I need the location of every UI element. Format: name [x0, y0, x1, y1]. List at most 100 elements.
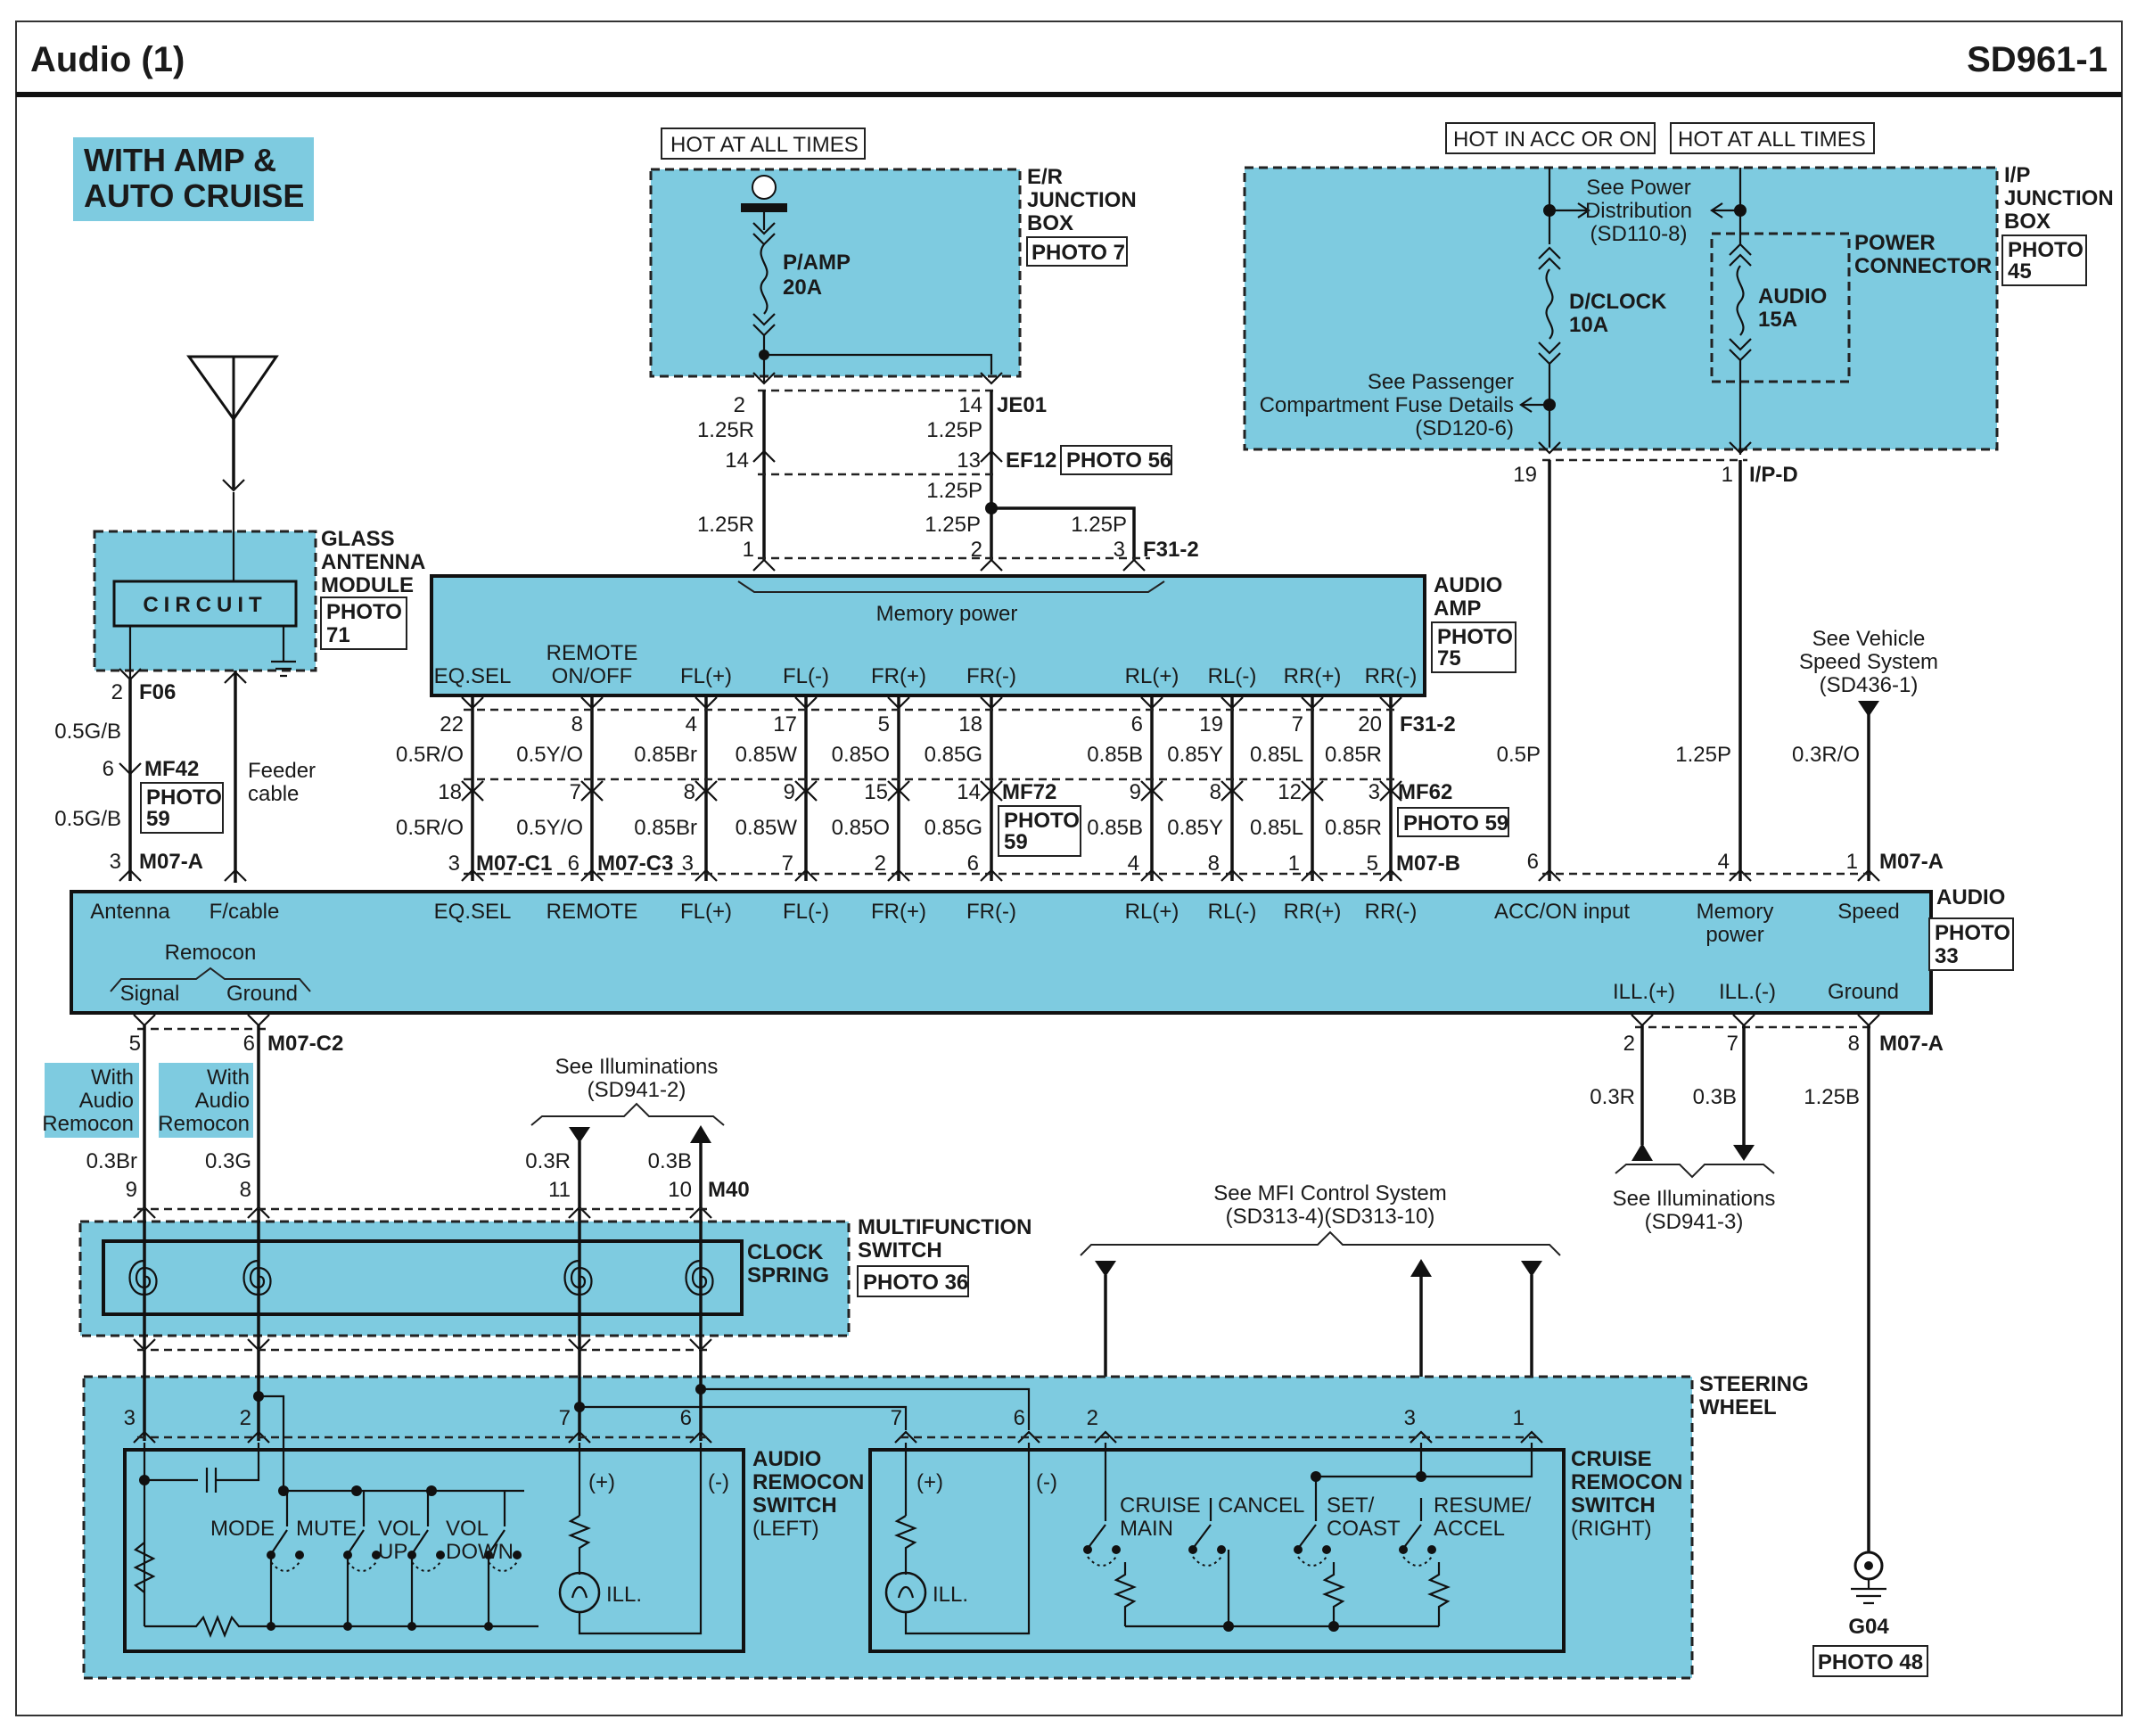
steering-name-1: STEERING: [1699, 1372, 1809, 1396]
switch-link-icon: [1402, 1556, 1433, 1567]
resistor-left-2-icon: [144, 1615, 538, 1638]
m07a-connector-right: M07-A: [1879, 850, 1944, 874]
see-ill-left-1: See Illuminations: [555, 1055, 719, 1079]
lower-pin-9: 9: [126, 1178, 137, 1202]
btn-resume-1: RESUME/: [1434, 1493, 1532, 1518]
fuse-dclock-label: D/CLOCK: [1569, 290, 1667, 314]
ip-box-name-1: I/P: [2004, 163, 2030, 187]
fuse-pamp-icon: [752, 222, 776, 337]
with-remocon-right-2: Audio: [195, 1089, 250, 1113]
amp-pin-top: 18: [958, 712, 982, 736]
wire-acc: 0.5P: [1497, 743, 1541, 767]
amp-pin-bot: 6: [568, 852, 579, 876]
switch-pivot-icon: [513, 1551, 522, 1559]
m40-connector: M40: [708, 1178, 750, 1202]
switch-pivot-icon: [1188, 1545, 1197, 1554]
feeder-1: Feeder: [248, 759, 316, 783]
antenna-wire-1: 0.5G/B: [54, 720, 121, 744]
fuse-audio-label: AUDIO: [1758, 284, 1827, 309]
switch-contact-icon: [1194, 1498, 1212, 1547]
connector-arrow-icon: [887, 696, 910, 882]
ip-photo-box: [2001, 234, 2087, 286]
audio-unit-terminal: RR(-): [1365, 900, 1418, 924]
m07c2-connector: M07-C2: [267, 1032, 343, 1056]
junction-dot: [343, 1622, 352, 1631]
clock-spring-coil-icon: [563, 1259, 593, 1296]
audio-unit-photo-2: 33: [1935, 944, 1959, 968]
see-passenger-2: Compartment Fuse Details: [1260, 393, 1514, 417]
with-remocon-right-3: Remocon: [158, 1112, 250, 1136]
glass-antenna-module: [93, 530, 317, 672]
switch-link-icon: [1087, 1556, 1117, 1567]
amp-pin-bot: 2: [875, 852, 886, 876]
er-photo-box: [1026, 236, 1128, 267]
amp-pin-top: 5: [878, 712, 890, 736]
amp-pin-bot: 4: [1128, 852, 1139, 876]
ill-left-label: ILL.: [606, 1583, 642, 1607]
cruise-sw-name-4: (RIGHT): [1571, 1517, 1652, 1541]
m07a-low-pin-7: 7: [1727, 1032, 1738, 1056]
mf62-photo-box: [1397, 807, 1509, 837]
amp-wire-top: 0.5R/O: [396, 743, 464, 767]
ground-photo-box: [1812, 1645, 1928, 1677]
au-acc: ACC/ON input: [1494, 900, 1630, 924]
mf62-photo: PHOTO 59: [1403, 811, 1508, 835]
see-vss-1: See Vehicle: [1812, 627, 1926, 651]
resistor-ill-right-icon: [894, 1515, 917, 1575]
m07c2-pin-5: 5: [129, 1032, 141, 1056]
ipd-connector: I/P-D: [1749, 463, 1798, 487]
amp-pin-bot: 3: [448, 852, 460, 876]
ill-left-minus: (-): [708, 1470, 729, 1494]
ground-photo: PHOTO 48: [1818, 1650, 1923, 1674]
amp-wire-top: 0.85W: [736, 743, 798, 767]
connector-arrow-icon: [794, 696, 818, 882]
fuse-audio-rating: 15A: [1758, 308, 1797, 332]
m07a-pin-4: 4: [1718, 850, 1730, 874]
ill-right-label: ILL.: [933, 1583, 968, 1607]
fuse-dclock-icon: [1538, 246, 1561, 405]
amp-pin-mid: 15: [864, 780, 888, 804]
variant-line-1: WITH AMP &: [84, 142, 276, 178]
audio-unit-terminal: FL(-): [783, 900, 829, 924]
fuse-audio-icon: [1729, 243, 1752, 455]
ill-left-wire-r: 0.3R: [525, 1149, 571, 1173]
switch-link-icon: [270, 1561, 300, 1572]
audio-amp-box: [430, 574, 1426, 697]
steer-r-pin-7: 7: [891, 1406, 902, 1430]
amp-pin-mid: 12: [1278, 780, 1302, 804]
audio-unit-photo-1: PHOTO: [1935, 921, 2010, 945]
amp-pin-mid: 18: [438, 780, 462, 804]
btn-mode: MODE: [210, 1517, 275, 1541]
ip-box-name-2: JUNCTION: [2004, 186, 2114, 210]
mfi-arrow-down-2-icon: [1521, 1261, 1542, 1277]
au-signal: Signal: [120, 982, 180, 1006]
amp-pin-top: 19: [1199, 712, 1223, 736]
ill-right-arrow-down-icon: [1733, 1145, 1755, 1161]
m07a-low-pin-8: 8: [1848, 1032, 1860, 1056]
audio-unit-terminal: RR(+): [1284, 900, 1342, 924]
m07b-connector: M07-B: [1396, 852, 1460, 876]
variant-badge: [73, 137, 314, 221]
amp-pin-top: 17: [773, 712, 797, 736]
connector-arrow-icon: [1301, 696, 1324, 882]
clock-spring-box: [102, 1239, 744, 1316]
amp-columns: EQ.SEL220.5R/O180.5R/O380.5Y/O70.5Y/O6FL…: [396, 641, 1509, 882]
amp-wire-top: 0.85Y: [1167, 743, 1223, 767]
circuit-block: [112, 580, 298, 628]
steer-pin-7: 7: [559, 1406, 571, 1430]
switch-link-icon: [347, 1561, 377, 1572]
ip-photo-2: 45: [2008, 259, 2032, 284]
je01-pin-2: 2: [734, 393, 745, 417]
m07a-connector-antenna: M07-A: [139, 850, 203, 874]
er-photo: PHOTO 7: [1032, 241, 1125, 265]
au-remocon: Remocon: [165, 941, 257, 965]
f06-connector: F06: [139, 680, 176, 704]
amp-wire-bot: 0.85Br: [634, 816, 697, 840]
amp-pin-mid: 8: [684, 780, 695, 804]
amp-pin-mid: 3: [1369, 780, 1380, 804]
clock-spring-2: SPRING: [747, 1263, 829, 1288]
acc-hot-label-box: [1445, 122, 1656, 154]
er-box-name-2: JUNCTION: [1027, 188, 1137, 212]
with-remocon-left-1: With: [91, 1065, 134, 1090]
